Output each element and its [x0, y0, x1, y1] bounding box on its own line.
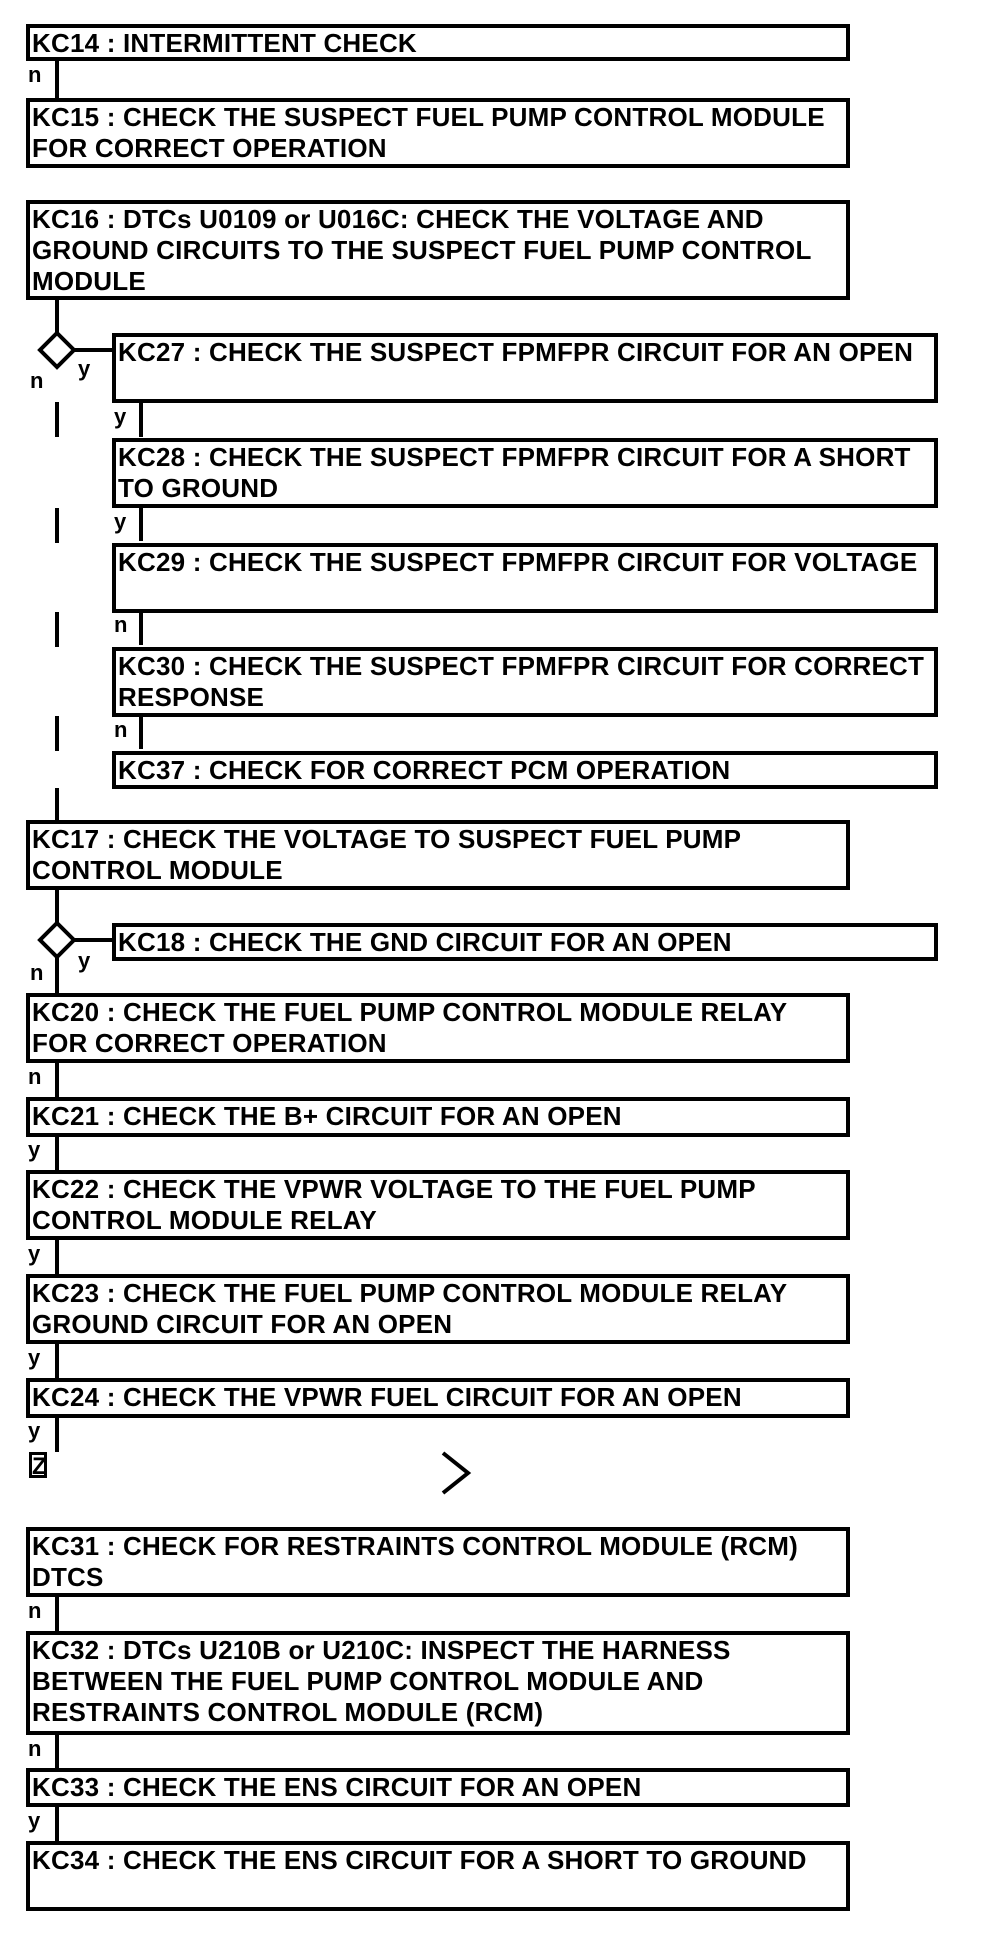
step-kc32: KC32 : DTCs U210B or U210C: INSPECT THE … — [26, 1631, 850, 1735]
decision-diamond-2 — [40, 923, 74, 957]
step-kc16-text: KC16 : DTCs U0109 or U016C: CHECK THE VO… — [32, 204, 812, 296]
step-kc18: KC18 : CHECK THE GND CIRCUIT FOR AN OPEN — [112, 923, 938, 961]
step-kc32-text: KC32 : DTCs U210B or U210C: INSPECT THE … — [32, 1635, 731, 1727]
decision-diamond-1 — [40, 333, 74, 367]
step-kc20: KC20 : CHECK THE FUEL PUMP CONTROL MODUL… — [26, 993, 850, 1063]
step-kc34-text: KC34 : CHECK THE ENS CIRCUIT FOR A SHORT… — [32, 1845, 807, 1875]
edge-label-y: y — [78, 948, 91, 973]
edge-label-n: n — [28, 62, 42, 87]
step-kc28: KC28 : CHECK THE SUSPECT FPMFPR CIRCUIT … — [112, 438, 938, 508]
step-kc31-text: KC31 : CHECK FOR RESTRAINTS CONTROL MODU… — [32, 1531, 798, 1592]
step-kc28-text: KC28 : CHECK THE SUSPECT FPMFPR CIRCUIT … — [118, 442, 911, 503]
edge-label-n: n — [28, 1736, 42, 1761]
step-kc21: KC21 : CHECK THE B+ CIRCUIT FOR AN OPEN — [26, 1097, 850, 1137]
step-kc22: KC22 : CHECK THE VPWR VOLTAGE TO THE FUE… — [26, 1170, 850, 1240]
step-kc29-text: KC29 : CHECK THE SUSPECT FPMFPR CIRCUIT … — [118, 547, 918, 577]
step-kc14-text: KC14 : INTERMITTENT CHECK — [32, 28, 417, 58]
continue-arrow-icon — [441, 1452, 471, 1496]
edge-label-y: y — [28, 1345, 41, 1370]
edge-label-n: n — [114, 717, 128, 742]
edge-label-y: y — [28, 1808, 41, 1833]
step-kc30: KC30 : CHECK THE SUSPECT FPMFPR CIRCUIT … — [112, 647, 938, 717]
step-kc29: KC29 : CHECK THE SUSPECT FPMFPR CIRCUIT … — [112, 543, 938, 613]
step-kc17: KC17 : CHECK THE VOLTAGE TO SUSPECT FUEL… — [26, 820, 850, 890]
step-kc20-text: KC20 : CHECK THE FUEL PUMP CONTROL MODUL… — [32, 997, 787, 1058]
edge-label-n: n — [114, 612, 128, 637]
step-kc17-text: KC17 : CHECK THE VOLTAGE TO SUSPECT FUEL… — [32, 824, 741, 885]
connector-z: Z — [29, 1452, 47, 1479]
edge-label-n: n — [28, 1064, 42, 1089]
edge-label-y: y — [28, 1137, 41, 1162]
step-kc14: KC14 : INTERMITTENT CHECK — [26, 24, 850, 61]
step-kc21-text: KC21 : CHECK THE B+ CIRCUIT FOR AN OPEN — [32, 1101, 622, 1131]
step-kc22-text: KC22 : CHECK THE VPWR VOLTAGE TO THE FUE… — [32, 1174, 756, 1235]
step-kc31: KC31 : CHECK FOR RESTRAINTS CONTROL MODU… — [26, 1527, 850, 1597]
edge-label-y: y — [78, 356, 91, 381]
edge-label-y: y — [28, 1418, 41, 1443]
step-kc30-text: KC30 : CHECK THE SUSPECT FPMFPR CIRCUIT … — [118, 651, 925, 712]
step-kc24: KC24 : CHECK THE VPWR FUEL CIRCUIT FOR A… — [26, 1378, 850, 1418]
step-kc37-text: KC37 : CHECK FOR CORRECT PCM OPERATION — [118, 755, 731, 785]
edge-label-y: y — [28, 1241, 41, 1266]
edge-label-y: y — [114, 509, 127, 534]
edge-label-y: y — [114, 404, 127, 429]
edge-label-n: n — [30, 960, 44, 985]
step-kc16: KC16 : DTCs U0109 or U016C: CHECK THE VO… — [26, 200, 850, 300]
edge-label-n: n — [30, 368, 44, 393]
step-kc15: KC15 : CHECK THE SUSPECT FUEL PUMP CONTR… — [26, 98, 850, 168]
step-kc15-text: KC15 : CHECK THE SUSPECT FUEL PUMP CONTR… — [32, 102, 825, 163]
step-kc27: KC27 : CHECK THE SUSPECT FPMFPR CIRCUIT … — [112, 333, 938, 403]
edge-label-n: n — [28, 1598, 42, 1623]
step-kc34: KC34 : CHECK THE ENS CIRCUIT FOR A SHORT… — [26, 1841, 850, 1911]
step-kc18-text: KC18 : CHECK THE GND CIRCUIT FOR AN OPEN — [118, 927, 732, 957]
step-kc37: KC37 : CHECK FOR CORRECT PCM OPERATION — [112, 751, 938, 789]
step-kc23-text: KC23 : CHECK THE FUEL PUMP CONTROL MODUL… — [32, 1278, 787, 1339]
step-kc33: KC33 : CHECK THE ENS CIRCUIT FOR AN OPEN — [26, 1768, 850, 1807]
step-kc33-text: KC33 : CHECK THE ENS CIRCUIT FOR AN OPEN — [32, 1772, 642, 1802]
step-kc23: KC23 : CHECK THE FUEL PUMP CONTROL MODUL… — [26, 1274, 850, 1344]
step-kc24-text: KC24 : CHECK THE VPWR FUEL CIRCUIT FOR A… — [32, 1382, 742, 1412]
step-kc27-text: KC27 : CHECK THE SUSPECT FPMFPR CIRCUIT … — [118, 337, 914, 367]
